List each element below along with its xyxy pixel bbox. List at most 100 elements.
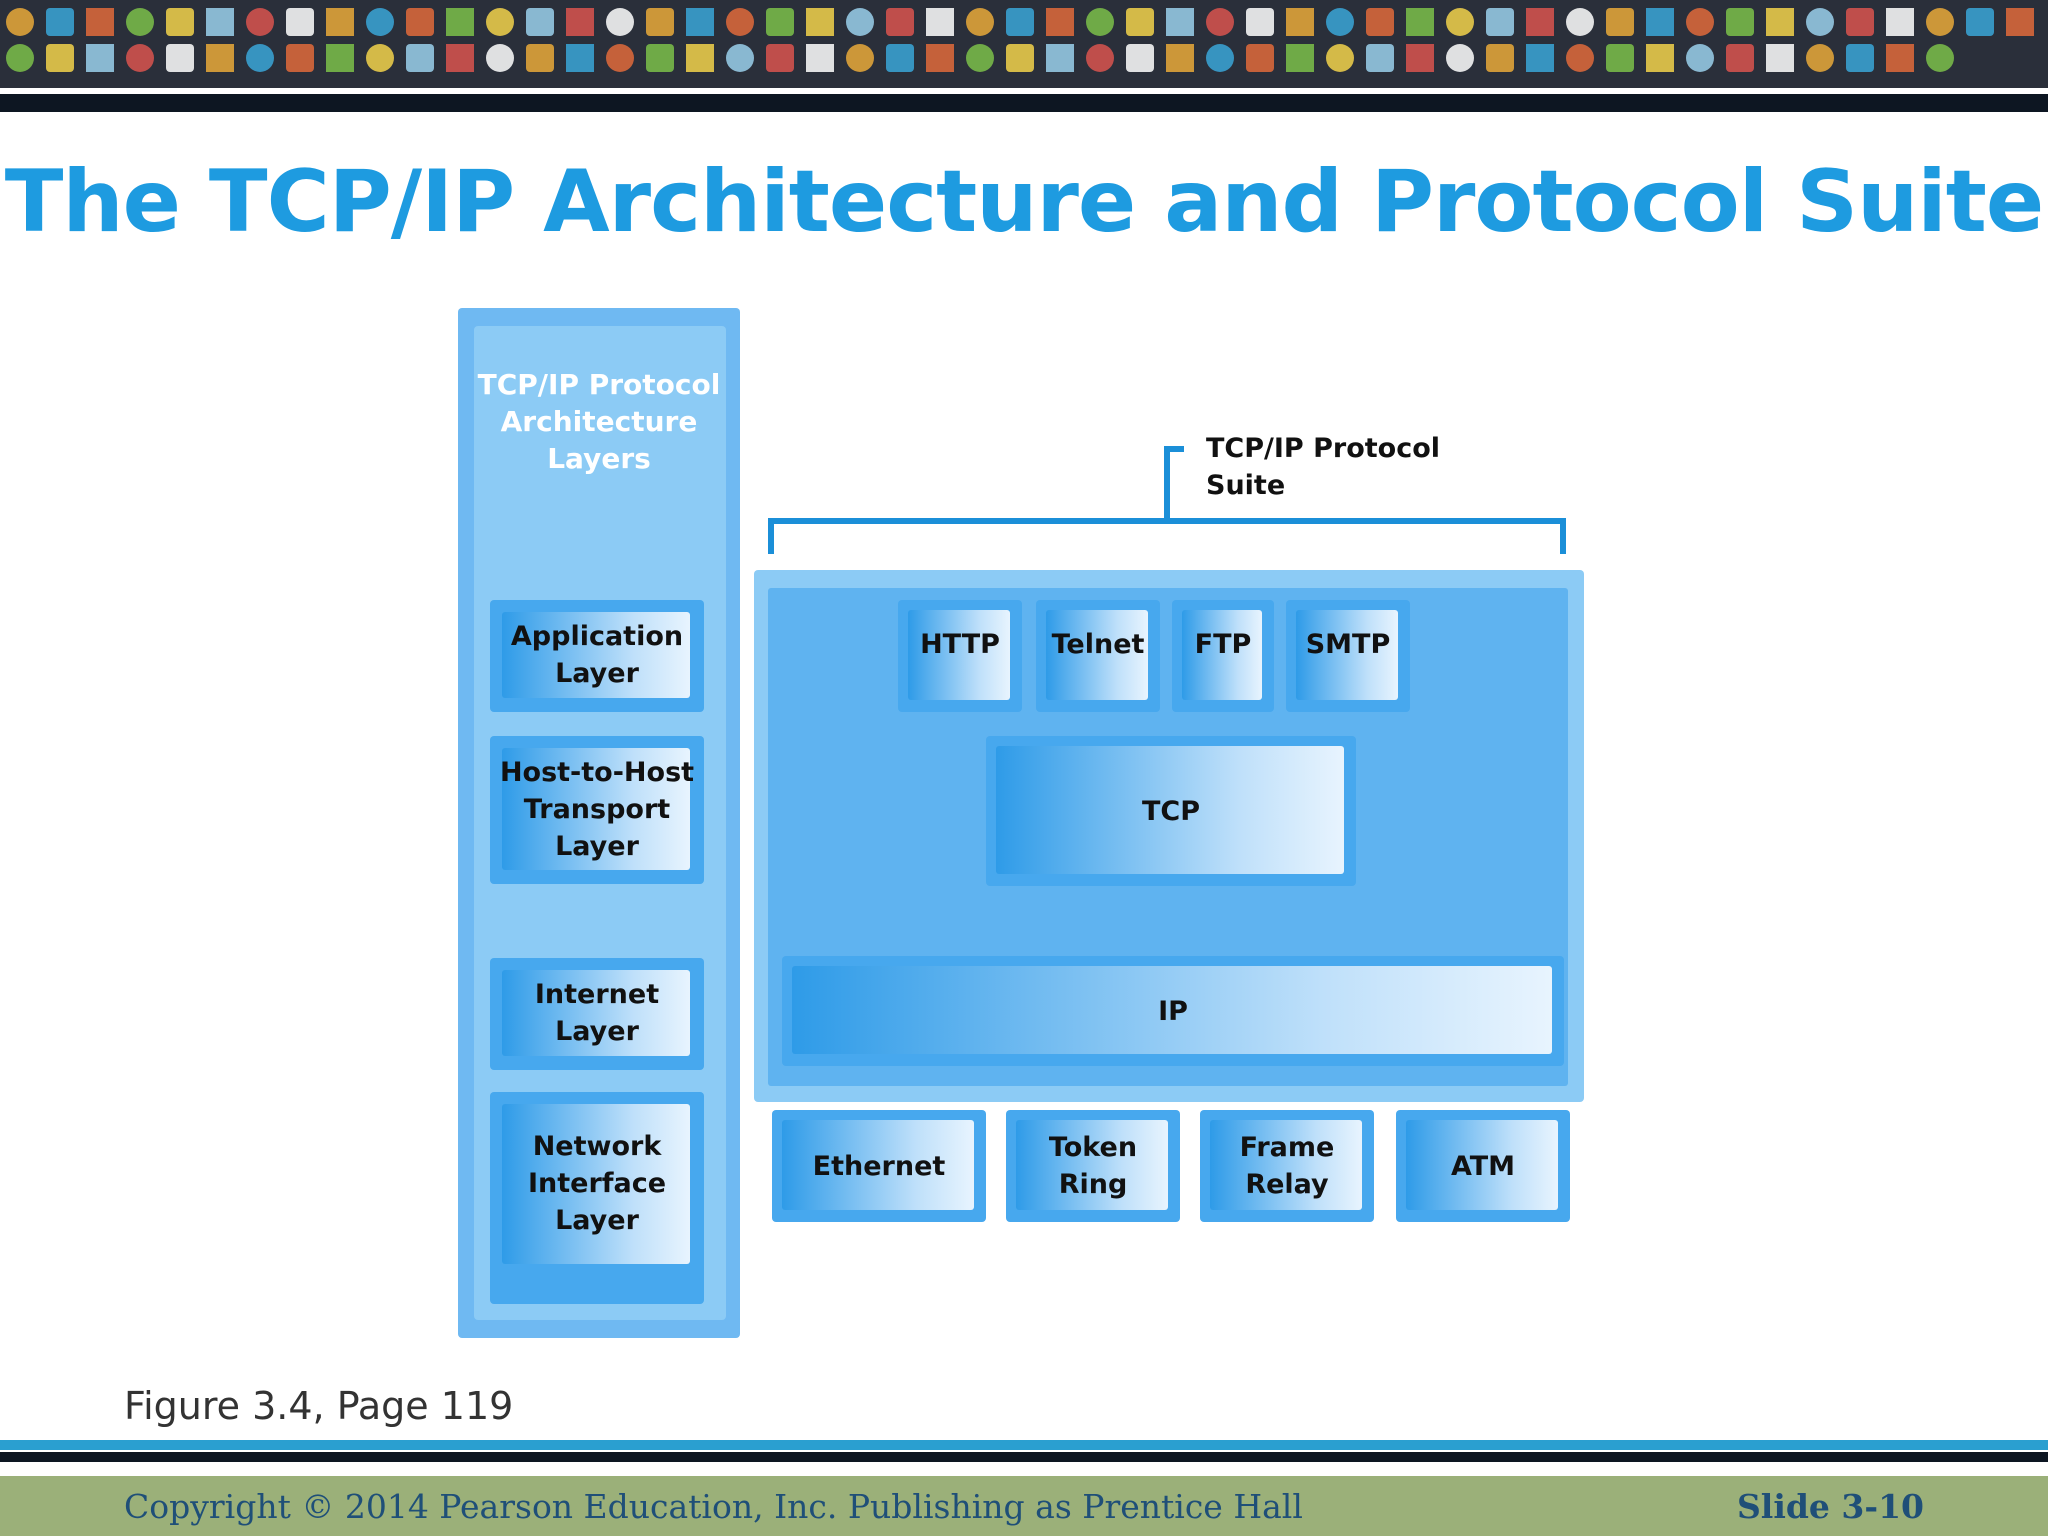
- banner-rule: [0, 94, 2048, 112]
- banner-decor-icon: [846, 8, 874, 36]
- banner-decor-icon: [1486, 8, 1514, 36]
- banner-decor-icon: [1086, 44, 1114, 72]
- banner-decor-icon: [1326, 44, 1354, 72]
- banner-decor-icon: [886, 8, 914, 36]
- banner-icon-pattern: [0, 0, 2048, 88]
- banner-decor-icon: [966, 44, 994, 72]
- architecture-layers-heading: TCP/IP Protocol Architecture Layers: [477, 368, 721, 475]
- banner-decor-icon: [1006, 8, 1034, 36]
- protocol-frame-relay: Frame Relay: [1200, 1110, 1374, 1222]
- banner-decor-icon: [206, 8, 234, 36]
- protocol-token-ring-label: Token Ring: [1048, 1132, 1138, 1200]
- banner-decor-icon: [446, 8, 474, 36]
- banner-decor-icon: [366, 8, 394, 36]
- banner-decor-icon: [1846, 44, 1874, 72]
- banner-decor-icon: [486, 44, 514, 72]
- tcpip-diagram: TCP/IP Protocol Architecture Layers Appl…: [458, 308, 1584, 1338]
- banner-decor-icon: [1286, 44, 1314, 72]
- banner-decor-icon: [806, 44, 834, 72]
- banner-decor-icon: [6, 8, 34, 36]
- banner-decor-icon: [1926, 8, 1954, 36]
- banner-decor-icon: [2006, 8, 2034, 36]
- protocol-ftp-label: FTP: [1194, 628, 1252, 660]
- banner-decor-icon: [326, 8, 354, 36]
- suite-bracket-right: [1560, 518, 1566, 554]
- banner-decor-icon: [1526, 8, 1554, 36]
- banner-decor-icon: [1406, 8, 1434, 36]
- figure-caption: Figure 3.4, Page 119: [124, 1384, 514, 1428]
- banner-decor-icon: [486, 8, 514, 36]
- protocol-atm-label: ATM: [1450, 1150, 1516, 1182]
- banner-decor-icon: [166, 44, 194, 72]
- banner-decor-icon: [646, 44, 674, 72]
- protocol-frame-relay-label: Frame Relay: [1239, 1132, 1335, 1200]
- banner-decor-icon: [806, 8, 834, 36]
- suite-bracket-tick: [1164, 446, 1184, 452]
- protocol-ethernet: Ethernet: [772, 1110, 986, 1222]
- layer-transport: Host-to-Host Transport Layer: [490, 736, 704, 884]
- layer-application: Application Layer: [490, 600, 704, 712]
- banner-decor-icon: [1686, 8, 1714, 36]
- banner-decor-icon: [1646, 44, 1674, 72]
- suite-bracket-stem: [1164, 446, 1170, 524]
- footer-bar: [0, 1476, 2048, 1536]
- layer-internet-label: Internet Layer: [534, 979, 660, 1047]
- banner-decor-icon: [1286, 8, 1314, 36]
- protocol-smtp-label: SMTP: [1305, 628, 1391, 660]
- banner-decor-icon: [286, 44, 314, 72]
- banner-decor-icon: [1366, 44, 1394, 72]
- banner-decor-icon: [206, 44, 234, 72]
- banner-decor-icon: [766, 8, 794, 36]
- banner-decor-icon: [126, 44, 154, 72]
- protocol-http-label: HTTP: [920, 628, 1000, 660]
- banner-decor-icon: [406, 44, 434, 72]
- banner-decor-icon: [766, 44, 794, 72]
- layer-network-interface-label: Network Interface Layer: [527, 1131, 667, 1236]
- banner-decor-icon: [526, 8, 554, 36]
- protocol-ip: IP: [782, 956, 1564, 1066]
- banner-decor-icon: [1326, 8, 1354, 36]
- layer-transport-label: Host-to-Host Transport Layer: [499, 757, 695, 862]
- protocol-ftp: FTP: [1172, 600, 1274, 712]
- banner-decor-icon: [246, 8, 274, 36]
- protocol-telnet-label: Telnet: [1051, 628, 1145, 660]
- banner-decor-icon: [1886, 44, 1914, 72]
- banner-decor-icon: [1686, 44, 1714, 72]
- banner-decor-icon: [46, 8, 74, 36]
- banner-decor-icon: [886, 44, 914, 72]
- banner-decor-icon: [246, 44, 274, 72]
- banner-decor-icon: [1766, 44, 1794, 72]
- banner-decor-icon: [1606, 44, 1634, 72]
- protocol-ethernet-label: Ethernet: [812, 1150, 946, 1182]
- banner-decor-icon: [1086, 8, 1114, 36]
- banner-decor-icon: [1206, 8, 1234, 36]
- slide-number: Slide 3-10: [1736, 1487, 1924, 1526]
- copyright-text: Copyright © 2014 Pearson Education, Inc.…: [124, 1487, 1303, 1526]
- banner-decor-icon: [1166, 8, 1194, 36]
- layer-network-interface: Network Interface Layer: [490, 1092, 704, 1304]
- banner-decor-icon: [1766, 8, 1794, 36]
- banner-decor-icon: [366, 44, 394, 72]
- banner-decor-icon: [1846, 8, 1874, 36]
- banner-decor-icon: [1726, 44, 1754, 72]
- banner-decor-icon: [1046, 8, 1074, 36]
- banner-decor-icon: [326, 44, 354, 72]
- banner-decor-icon: [606, 44, 634, 72]
- architecture-layers-column: TCP/IP Protocol Architecture Layers Appl…: [458, 308, 740, 1338]
- banner-decor-icon: [686, 44, 714, 72]
- banner-decor-icon: [526, 44, 554, 72]
- banner-decor-icon: [1726, 8, 1754, 36]
- banner-decor-icon: [966, 8, 994, 36]
- banner-decor-icon: [1246, 44, 1274, 72]
- banner-decor-icon: [686, 8, 714, 36]
- banner-decor-icon: [926, 44, 954, 72]
- protocol-telnet: Telnet: [1036, 600, 1160, 712]
- protocol-http: HTTP: [898, 600, 1022, 712]
- banner-decor-icon: [86, 44, 114, 72]
- banner-decor-icon: [1926, 44, 1954, 72]
- banner-decor-icon: [1006, 44, 1034, 72]
- suite-bracket-left: [768, 518, 774, 554]
- header-banner: [0, 0, 2048, 88]
- banner-decor-icon: [166, 8, 194, 36]
- protocol-tcp: TCP: [986, 736, 1356, 886]
